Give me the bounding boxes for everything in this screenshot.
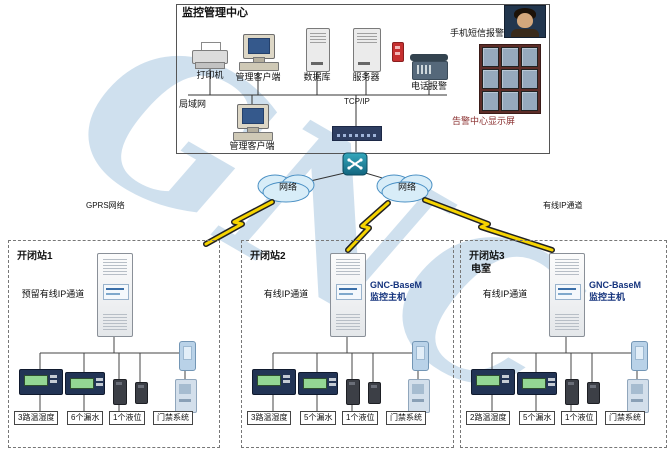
monitoring-host-icon — [330, 253, 366, 337]
cloud-right-icon — [376, 174, 433, 203]
sensor-tag: 门禁系统 — [153, 411, 193, 425]
temp-humidity-meter-icon — [252, 369, 296, 395]
monitoring-host-icon — [549, 253, 585, 337]
monitor-cell — [520, 91, 538, 111]
management-client2-icon — [233, 104, 273, 141]
liquid-level-sensor-icon — [587, 382, 600, 404]
monitor-cell — [501, 47, 519, 67]
sensor-tag: 门禁系统 — [386, 411, 426, 425]
database-server-icon — [306, 28, 330, 72]
cloud-right-label: 网络 — [397, 182, 416, 192]
display-wall-label: 告警中心显示屏 — [452, 116, 516, 126]
station-title: 开闭站2 — [250, 251, 286, 262]
host-model-line1: GNC-BaseM — [370, 280, 423, 290]
monitor-cell — [482, 69, 500, 89]
liquid-level-sensor-icon — [346, 379, 360, 405]
monitoring-host-icon — [97, 253, 133, 337]
lan-label: 局域网 — [179, 99, 207, 109]
sensor-tag: 1个液位 — [342, 411, 379, 425]
gprs-network-label: GPRS网络 — [86, 201, 125, 210]
sensor-tag: 5个漏水 — [519, 411, 556, 425]
station-subtitle: 电室 — [471, 264, 491, 275]
lightning-bolts — [203, 197, 555, 253]
liquid-level-sensor-icon — [135, 382, 148, 404]
cloud-left-icon — [257, 174, 315, 203]
host-model-line1: GNC-BaseM — [589, 280, 642, 290]
alarm-device-icon — [392, 42, 404, 62]
temp-humidity-meter-icon — [471, 369, 515, 395]
station-title: 开闭站1 — [17, 251, 53, 262]
sensor-tag: 3路温湿度 — [14, 411, 59, 425]
wired-ip-label: 有线IP通道 — [543, 201, 583, 210]
station-title: 开闭站3 — [469, 251, 505, 262]
tcpip-label: TCP/IP — [344, 97, 370, 106]
cloud-left-label: 网络 — [278, 182, 297, 192]
person-photo-icon — [504, 5, 546, 38]
station-wiring — [39, 335, 186, 411]
phone-alarm-label: 电话报警 — [410, 81, 447, 91]
door-controller-icon — [408, 379, 430, 413]
leak-meter-icon — [65, 372, 105, 395]
sensor-tag: 3路温湿度 — [247, 411, 292, 425]
door-controller-icon — [175, 379, 197, 413]
station-channel-label: 预留有线IP通道 — [21, 289, 85, 299]
host-model-label: GNC-BaseM 监控主机 — [370, 279, 448, 303]
management-client-icon — [239, 34, 279, 71]
station-channel-label: 有线IP通道 — [263, 289, 309, 299]
server-label: 服务器 — [352, 72, 380, 82]
card-reader-icon — [179, 341, 196, 371]
station-2-panel: 开闭站2 有线IP通道 GNC-BaseM 监控主机 3路温湿度 5个漏水 1个… — [241, 240, 454, 448]
sms-alarm-label: 手机短信报警 — [450, 28, 505, 38]
liquid-level-sensor-icon — [565, 379, 579, 405]
center-title: 监控管理中心 — [182, 7, 248, 19]
telephone-icon — [410, 54, 448, 80]
client2-label: 管理客户端 — [229, 141, 275, 151]
sensor-tag: 5个漏水 — [300, 411, 337, 425]
sensor-tag: 1个液位 — [561, 411, 598, 425]
host-model-line2: 监控主机 — [370, 292, 407, 302]
sensor-tag: 门禁系统 — [605, 411, 645, 425]
network-switch-icon — [332, 126, 382, 141]
station-1-panel: 开闭站1 预留有线IP通道 3路温湿度 6个漏水 1个液位 门禁系统 — [8, 240, 220, 448]
printer-icon — [192, 42, 228, 69]
monitor-cell — [520, 69, 538, 89]
database-label: 数据库 — [303, 72, 331, 82]
monitor-cell — [482, 47, 500, 67]
server-icon — [353, 28, 381, 72]
router-icon — [342, 152, 368, 176]
monitor-cell — [501, 91, 519, 111]
station-wiring — [491, 335, 638, 411]
sensor-tag: 2路温湿度 — [466, 411, 511, 425]
temp-humidity-meter-icon — [19, 369, 63, 395]
client1-label: 管理客户端 — [235, 72, 281, 82]
monitor-cell — [520, 47, 538, 67]
leak-meter-icon — [298, 372, 338, 395]
printer-label: 打印机 — [196, 70, 224, 80]
station-channel-label: 有线IP通道 — [482, 289, 528, 299]
alarm-display-wall-icon — [479, 44, 541, 114]
station-wiring — [272, 335, 419, 411]
card-reader-icon — [631, 341, 648, 371]
liquid-level-sensor-icon — [368, 382, 381, 404]
liquid-level-sensor-icon — [113, 379, 127, 405]
door-controller-icon — [627, 379, 649, 413]
sensor-tag: 1个液位 — [109, 411, 146, 425]
station-3-panel: 开闭站3 电室 有线IP通道 GNC-BaseM 监控主机 2路温湿度 5个漏水… — [460, 240, 667, 448]
leak-meter-icon — [517, 372, 557, 395]
host-model-line2: 监控主机 — [589, 292, 626, 302]
card-reader-icon — [412, 341, 429, 371]
host-model-label: GNC-BaseM 监控主机 — [589, 279, 667, 303]
sensor-tag: 6个漏水 — [67, 411, 104, 425]
monitor-cell — [501, 69, 519, 89]
monitor-cell — [482, 91, 500, 111]
